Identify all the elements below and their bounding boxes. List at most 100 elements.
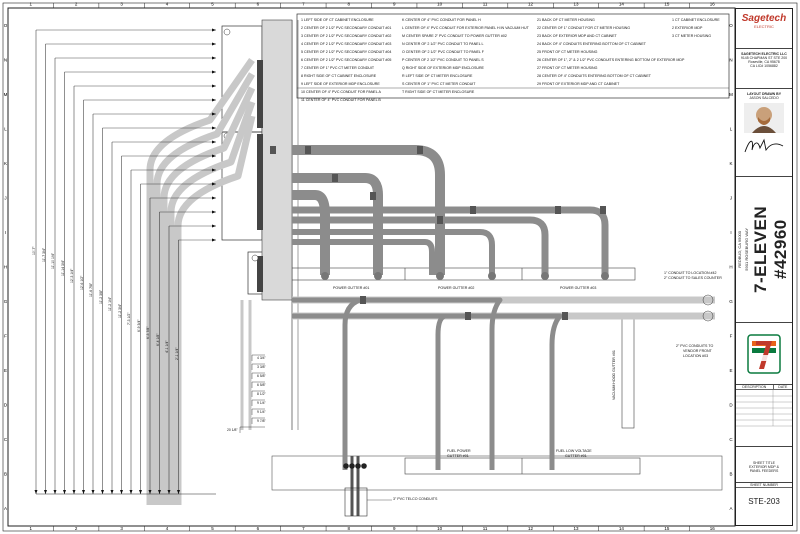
dimension-arrow	[212, 224, 216, 228]
grid-row-label: H	[729, 265, 732, 270]
dimension-arrow	[177, 490, 180, 494]
fuel-conduit	[292, 313, 563, 470]
legend-text: LEFT SIDE OF CT CABINET ENCLOSURE	[304, 18, 374, 22]
dimension-arrow	[212, 196, 216, 200]
secondary-conduit	[153, 72, 256, 505]
sheet-title-2: PANEL FEEDERS	[749, 469, 779, 473]
dimension-label: 8 1/2"	[257, 392, 266, 396]
grid-row-label: A	[4, 506, 7, 511]
grid-row-label: E	[729, 368, 732, 373]
grid-column-label: 15	[664, 2, 670, 7]
grid-column-label: 6	[257, 2, 260, 7]
tag-3	[251, 254, 259, 262]
dimension-arrow	[158, 490, 161, 494]
legend-item: 11 CENTER OF 4" PVC CONDUIT FOR PANEL B	[301, 96, 391, 104]
grid-row-label: B	[729, 472, 732, 477]
conduit-endcap	[436, 272, 444, 280]
legend-text: CENTER OF 2 1/2" PVC SECONDARY CONDUIT #…	[304, 34, 392, 38]
drawn-by-label: LAYOUT DRAWN BY	[746, 92, 782, 96]
conduit-coupling	[437, 216, 443, 224]
legend-text: LEFT SIDE OF EXTERIOR MDP ENCLOSURE	[304, 82, 380, 86]
dimension-label: 6'-9 3/4"	[136, 319, 141, 332]
dimension-label: 4'-1 1/4"	[165, 340, 169, 353]
power-gutter-3-label: POWER GUTTER #03	[560, 286, 597, 290]
legend-key: 1	[301, 18, 304, 22]
secondary-conduit	[146, 57, 255, 505]
dimension-label: 11'-7 3/4"	[41, 247, 46, 262]
project-city: REDBUD, CA 95000	[737, 231, 742, 268]
company-logo: Sagetech ELECTRIC	[736, 9, 792, 49]
dimension-label: 11'-2 3/8"	[98, 289, 103, 304]
conduit-coupling	[562, 312, 568, 320]
grid-row-label: M	[729, 92, 733, 97]
legend-text: FRONT OF CT METER HOUSING	[542, 66, 598, 70]
secondary-conduit	[160, 86, 256, 505]
legend-item: 5 CENTER OF 2 1/2" PVC SECONDARY CONDUIT…	[301, 48, 391, 56]
company-address: 9145 CHAPMAN ST STE 200	[740, 56, 788, 60]
sheet-title: EXTERIOR MDP &	[749, 465, 779, 469]
legend-item: M CENTER SPARE 2" PVC CONDUIT TO POWER G…	[402, 32, 529, 40]
grid-column-label: 5	[211, 2, 214, 7]
grid-column-label: 10	[437, 2, 443, 7]
legend-key: O	[402, 50, 406, 54]
grid-column-label: 7	[302, 2, 305, 7]
legend-key: M	[402, 34, 406, 38]
signature-icon	[744, 138, 784, 153]
grid-column-label: 8	[348, 2, 351, 7]
legend-item: 29 FRONT OF EXTERIOR MDP AND CT CABINET	[537, 80, 684, 88]
legend-text: RIGHT SIDE OF CT CABINET ENCLOSURE	[304, 74, 377, 78]
grid-row-label: J	[4, 195, 6, 200]
fuel-gutters-box	[404, 457, 641, 475]
dimension-label: 10'-7"	[32, 246, 36, 255]
legend-item: 24 BACK OF 4" CONDUITS ENTERING BOTTOM O…	[537, 40, 684, 48]
grid-row-label: B	[4, 472, 7, 477]
seven-eleven-logo-icon	[747, 333, 781, 374]
drawn-by-name: JASON SALCEDO	[749, 96, 779, 100]
legend-key: 6	[301, 58, 304, 62]
grid-column-label: 5	[211, 526, 214, 531]
legend-text: BACK OF EXTERIOR MDP AND CT CABINET	[542, 34, 617, 38]
legend-key: 24	[537, 42, 542, 46]
legend-key: 29	[537, 82, 542, 86]
legend-item: N CENTER OF 2 1/2" PVC CONDUIT TO PANEL …	[402, 40, 529, 48]
grid-column-label: 11	[483, 526, 488, 531]
grid-row-label: A	[729, 506, 732, 511]
legend-item: 2 CENTER OF 2 1/2" PVC SECONDARY CONDUIT…	[301, 24, 391, 32]
legend-item: 27 FRONT OF CT METER HOUSING	[537, 64, 684, 72]
legend-key: 7	[301, 66, 304, 70]
fuel-conduit	[292, 297, 363, 470]
dimension-arrow	[212, 70, 216, 74]
vacuum-gutter-label: VACUUM HOOD GUTTER #01	[612, 350, 616, 400]
legend-key: 3	[672, 34, 675, 38]
conduit-coupling	[555, 206, 561, 214]
dimension-label: 11'-2 1/4"	[108, 296, 112, 311]
dimension-arrow	[212, 126, 216, 130]
dimension-arrow	[212, 140, 216, 144]
legend-text: CENTER OF 2 1/2" PVC CONDUIT TO PANEL L	[405, 42, 484, 46]
dimension-label: 6'-4 1/8"	[155, 333, 160, 346]
legend-key: 5	[301, 50, 304, 54]
legend-text: CENTER OF 4" PVC CONDUIT FOR PANEL H	[405, 18, 481, 22]
legend-column-1: 1 LEFT SIDE OF CT CABINET ENCLOSURE 2 CEN…	[301, 16, 391, 104]
dimension-lines	[35, 29, 265, 495]
telco-conduit-end	[355, 463, 361, 469]
dimension-arrow	[212, 98, 216, 102]
revisions-date-header: DATE	[778, 385, 788, 389]
dimension-label: 12'-6 1/2"	[79, 275, 84, 290]
callout-vendor-front-3: LOCATION #03	[683, 354, 709, 358]
sheet-number: STE-203	[748, 497, 780, 506]
vacuum-gutter	[621, 317, 635, 429]
legend-key: 1	[672, 18, 675, 22]
dimension-arrow	[34, 490, 38, 494]
title-block: Sagetech ELECTRIC SAGETECH ELECTRIC LLC …	[735, 8, 793, 526]
panel-feeder-conduit	[292, 239, 435, 275]
legend-item: R LEFT SIDE OF CT METER ENCLOSURE	[402, 72, 529, 80]
legend-item: S CENTER OF 1" PVC CT METER CONDUIT	[402, 80, 529, 88]
conduit-coupling	[305, 146, 311, 154]
legend-item: 8 RIGHT SIDE OF CT CABINET ENCLOSURE	[301, 72, 391, 80]
conduit-coupling	[465, 312, 471, 320]
legend-key: 3	[301, 34, 304, 38]
